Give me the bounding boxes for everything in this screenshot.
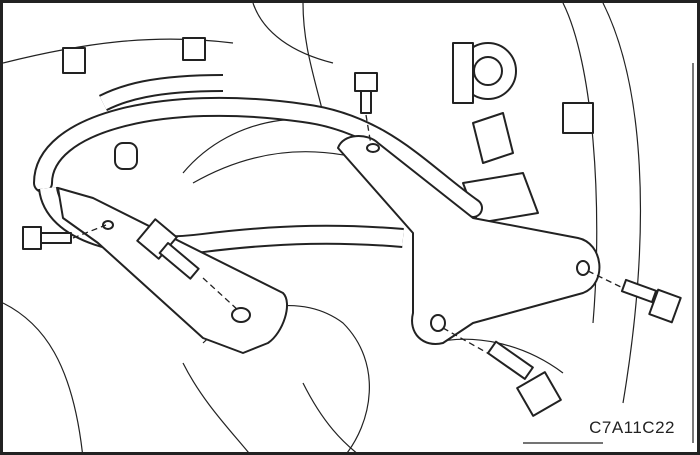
- bolt-right: [620, 278, 682, 324]
- bolt-top: [354, 72, 378, 114]
- tube: [33, 74, 483, 256]
- figure-code: C7A11C22: [585, 418, 679, 438]
- bolts: [22, 72, 682, 417]
- bolt-left-bracket: [136, 218, 200, 280]
- fuel-regulator: [452, 42, 539, 224]
- engine-bracket-drawing: [3, 3, 694, 452]
- main-bracket: [337, 135, 601, 345]
- bolt-bottom: [486, 340, 562, 417]
- left-bracket: [57, 187, 288, 354]
- alignment-lines: [72, 114, 624, 356]
- bolt-left: [22, 226, 72, 250]
- engine-background: [3, 3, 694, 452]
